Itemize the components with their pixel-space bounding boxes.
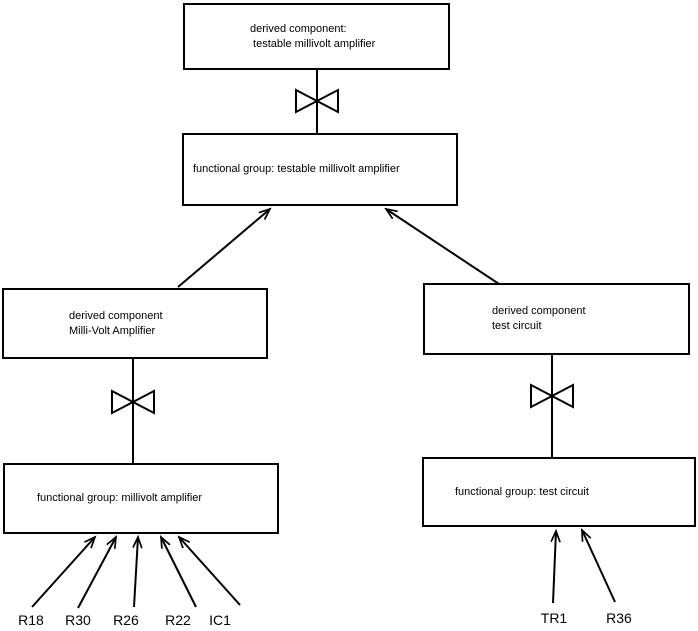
node-functional-group-test-circuit: functional group: test circuit (422, 457, 696, 527)
arrow-r30-to-fg-mva (77, 537, 116, 609)
node-label-line: Milli-Volt Amplifier (69, 324, 156, 337)
arrow-r22-to-fg-mva (161, 537, 197, 608)
leaf-label-tr1: TR1 (540, 610, 568, 626)
node-label-line: testable millivolt amplifier (250, 37, 376, 50)
node-label-line: derived component (69, 309, 163, 322)
leaf-label-r22: R22 (165, 612, 191, 628)
node-derived-component-testable-millivolt-amplifier: derived component: testable millivolt am… (183, 3, 450, 70)
arrow-r26-to-fg-mva (134, 537, 138, 608)
node-label-line: test circuit (492, 320, 542, 332)
arrow-r36-to-fg-tc (582, 530, 616, 603)
node-derived-component-milli-volt-amplifier: derived component Milli-Volt Amplifier (2, 288, 268, 359)
leaf-label-r30: R30 (65, 612, 91, 628)
node-functional-group-testable-millivolt-amplifier: functional group: testable millivolt amp… (182, 133, 458, 206)
bowtie-icon-right (530, 383, 574, 409)
node-label-line: functional group: millivolt amplifier (37, 492, 203, 504)
leaf-label-r36: R36 (606, 610, 632, 626)
node-label-line: functional group: testable millivolt amp… (193, 163, 400, 175)
arrow-derived-tc-to-fg-testable (386, 209, 500, 285)
arrow-r18-to-fg-mva (31, 537, 95, 608)
arrow-derived-mva-to-fg-testable (177, 209, 270, 288)
bowtie-icon-left (111, 389, 155, 415)
node-label-line: derived component: (250, 22, 347, 35)
leaf-label-r18: R18 (18, 612, 44, 628)
node-derived-component-test-circuit: derived component test circuit (423, 283, 690, 355)
node-label-line: functional group: test circuit (455, 485, 589, 498)
arrow-ic1-to-fg-mva (179, 537, 241, 606)
node-functional-group-millivolt-amplifier: functional group: millivolt amplifier (3, 463, 279, 534)
node-label-line: derived component (492, 305, 586, 317)
arrow-tr1-to-fg-tc (553, 531, 556, 604)
leaf-label-r26: R26 (113, 612, 139, 628)
bowtie-icon-top (295, 88, 339, 114)
leaf-label-ic1: IC1 (209, 612, 231, 628)
